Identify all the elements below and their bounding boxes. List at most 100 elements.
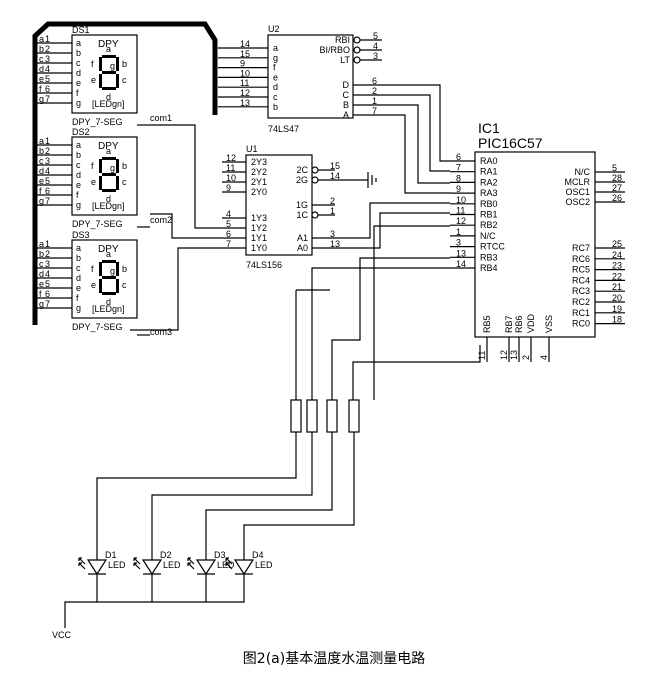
- ic1-pin-name: RC5: [572, 265, 590, 275]
- ic1-part: PIC16C57: [478, 135, 543, 151]
- segment-input-label: f: [76, 88, 79, 98]
- segment-letter: g: [110, 266, 115, 276]
- u1-pin-number: 9: [226, 183, 231, 193]
- ic1-pin-name: VSS: [544, 315, 554, 333]
- ic1-pin-number: 7: [456, 163, 461, 173]
- segment-pin-number: 1: [45, 239, 50, 249]
- ic1-pin-name: RB5: [482, 315, 492, 333]
- segment-d: [102, 189, 116, 192]
- segment-e: [99, 176, 102, 190]
- u2-pin-number: 9: [240, 59, 245, 69]
- display-inner-label: [LEDgn]: [92, 201, 125, 211]
- segment-letter: g: [110, 61, 115, 71]
- u1-part: 74LS156: [246, 260, 282, 270]
- segment-a: [102, 55, 116, 58]
- resistor-3: [326, 399, 338, 433]
- ic1-pin-name: RC6: [572, 254, 590, 264]
- led-ref: D2: [160, 550, 172, 560]
- ic1-pin-number: 4: [539, 355, 549, 360]
- segment-pin-number: 1: [45, 34, 50, 44]
- segment-pin-name: d: [39, 166, 44, 176]
- segment-pin-number: 3: [45, 156, 50, 166]
- segment-bus: [32, 21, 218, 325]
- segment-input-label: c: [76, 160, 81, 170]
- segment-letter: f: [91, 161, 94, 171]
- com-label: com3: [150, 327, 172, 337]
- u1-pin-name: 2Y2: [251, 167, 267, 177]
- display-title: DPY: [98, 39, 119, 50]
- segment-pin-name: c: [39, 156, 44, 166]
- segment-input-label: f: [76, 293, 79, 303]
- ic1-pin-number: 11: [477, 351, 487, 360]
- ic1-pin-name: OSC2: [565, 197, 590, 207]
- u2-pin-number: 1: [372, 96, 377, 106]
- ic1-pin-number: 22: [612, 271, 622, 281]
- u2-pin-number: 10: [240, 68, 250, 78]
- u1-pin-number: 4: [226, 209, 231, 219]
- segment-pin-number: 7: [45, 196, 50, 206]
- ground-symbol: [352, 172, 377, 188]
- ic1-pin-number: 26: [612, 193, 622, 203]
- segment-b: [116, 57, 119, 71]
- segment-letter: b: [122, 161, 127, 171]
- u1-pin-name: A1: [297, 233, 308, 243]
- segment-letter: c: [122, 75, 127, 85]
- segment-pin-number: 7: [45, 94, 50, 104]
- segment-letter: a: [106, 44, 111, 54]
- segment-pin-number: 3: [45, 259, 50, 269]
- ic1-pin-name: RA2: [480, 177, 498, 187]
- segment-pin-number: 7: [45, 299, 50, 309]
- segment-pin-name: e: [39, 74, 44, 84]
- u2-pin-name: g: [273, 53, 278, 63]
- u1-pin-name: A0: [297, 243, 308, 253]
- ic1-pin-number: 24: [612, 250, 622, 260]
- segment-pin-number: 5: [45, 176, 50, 186]
- segment-pin-name: e: [39, 279, 44, 289]
- resistor-2: [306, 399, 318, 433]
- ic1-ref: IC1: [478, 120, 500, 136]
- display-ref: DS1: [72, 25, 90, 35]
- u2-pin-name: d: [273, 82, 278, 92]
- u1-pin-name: 2Y0: [251, 187, 267, 197]
- u1-pin-number: 11: [226, 163, 235, 173]
- led-arrow: [225, 557, 233, 565]
- display-inner-label: [LEDgn]: [92, 304, 125, 314]
- display-ref: DS3: [72, 230, 90, 240]
- display-part: DPY_7-SEG: [72, 219, 123, 229]
- ic1-pin-number: 2: [521, 355, 531, 360]
- com-label: com1: [150, 113, 172, 123]
- ic1-pin-number: 9: [456, 184, 461, 194]
- u1-pin-number: 13: [330, 239, 340, 249]
- led-triangle: [141, 559, 163, 576]
- led-triangle: [195, 559, 217, 576]
- u2-pin-name: e: [273, 72, 278, 82]
- ic1-pin-number: 3: [456, 238, 461, 248]
- segment-pin-number: 6: [45, 186, 50, 196]
- u1-inverter-bubble: [311, 176, 319, 184]
- ic1-pin-number: 12: [456, 216, 466, 226]
- segment-pin-number: 5: [45, 74, 50, 84]
- segment-letter: e: [91, 177, 96, 187]
- segment-f: [99, 57, 102, 71]
- led-label: LED: [163, 560, 181, 570]
- ic1-pin-name: RB4: [480, 263, 498, 273]
- u2-body: [267, 34, 354, 119]
- segment-input-label: b: [76, 253, 81, 263]
- ic1-pin-number: 12: [499, 350, 509, 360]
- ic1-pin-number: 25: [612, 239, 622, 249]
- segment-input-label: b: [76, 150, 81, 160]
- segment-input-label: b: [76, 48, 81, 58]
- display-inner-label: [LEDgn]: [92, 99, 125, 109]
- display-part: DPY_7-SEG: [72, 322, 123, 332]
- segment-c: [116, 279, 119, 293]
- u2-pin-number: 5: [373, 31, 378, 41]
- u1-pin-number: 6: [226, 229, 231, 239]
- u1-pin-name: 2G: [296, 175, 308, 185]
- segment-letter: d: [106, 194, 111, 204]
